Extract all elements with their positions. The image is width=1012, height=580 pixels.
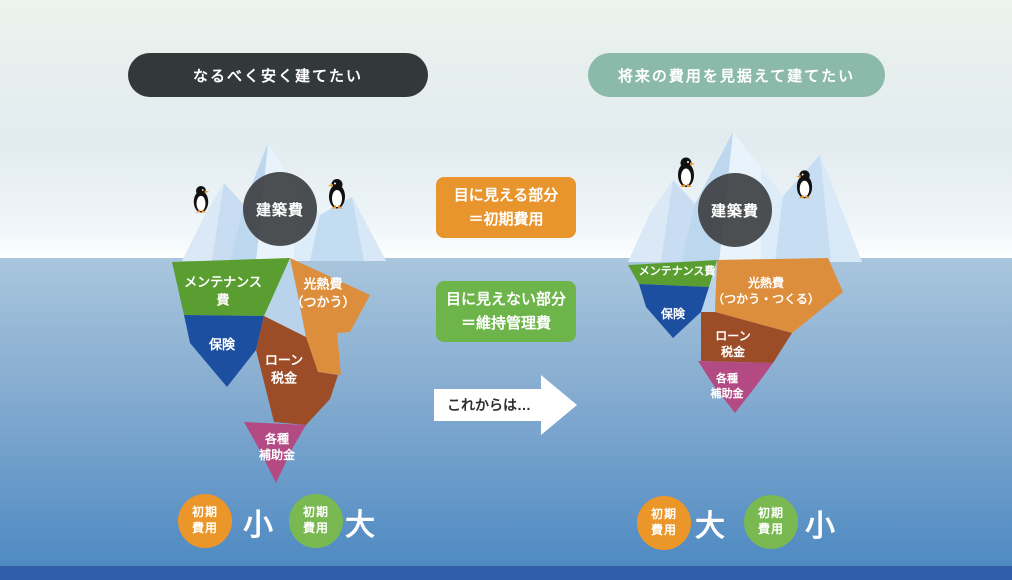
right-segment-loan-tax: [701, 312, 792, 363]
left-underwater-ice: [264, 258, 306, 337]
left-segment-subsidies: [244, 422, 306, 483]
left-insurance-label: 保険: [208, 337, 236, 353]
left-segment-utilities: [290, 258, 370, 375]
left-construction-cost-circle: 建築費: [243, 172, 317, 246]
right-subsidies-label: 各種 補助金: [710, 373, 744, 400]
right-segment-subsidies: [698, 361, 773, 413]
hidden-cost-legend: 目に見えない部分 ＝維持管理費: [436, 281, 576, 342]
right-initial-cost-scale: 大: [695, 510, 725, 543]
left-headline-label: なるべく安く建てたい: [192, 67, 363, 85]
penguin-icon: [193, 185, 210, 213]
right-running-cost-scale: 小: [805, 510, 835, 543]
waterline: [0, 250, 1012, 258]
left-segment-insurance: [184, 315, 264, 387]
right-construction-cost-label: 建築費: [710, 202, 759, 220]
right-utilities-label: 光熱費 （つかう・つくる）: [712, 275, 820, 306]
right-running-cost-badge: 初期 費用: [744, 495, 798, 549]
visible-cost-legend: 目に見える部分 ＝初期費用: [436, 177, 576, 238]
forward-arrow-icon: [434, 375, 577, 435]
penguin-icon: [795, 170, 813, 199]
left-subsidies-label: 各種 補助金: [258, 431, 296, 462]
left-running-cost-badge: 初期 費用: [289, 494, 343, 548]
right-headline-pill: 将来の費用を見据えて建てたい: [588, 53, 885, 97]
right-insurance-label: 保険: [660, 306, 686, 321]
penguin-icon: [678, 157, 695, 187]
right-segment-maintenance: [628, 260, 717, 287]
arrow-label: これからは…: [447, 397, 531, 413]
left-maintenance-label: メンテナンス 費: [184, 274, 262, 307]
left-initial-cost-scale: 小: [243, 509, 273, 542]
left-initial-cost-badge: 初期 費用: [178, 494, 232, 548]
left-construction-cost-label: 建築費: [255, 201, 304, 219]
left-loan-tax-label: ローン 税金: [264, 352, 304, 385]
left-utilities-label: 光熱費 （つかう）: [290, 276, 356, 309]
penguin-icon: [328, 179, 345, 209]
right-segment-utilities: [715, 258, 843, 333]
left-segment-maintenance: [172, 258, 290, 316]
right-maintenance-label: メンテナンス費: [638, 265, 716, 278]
right-segment-insurance: [639, 284, 709, 338]
right-initial-cost-badge: 初期 費用: [637, 496, 691, 550]
right-loan-tax-label: ローン 税金: [715, 328, 751, 359]
left-running-cost-scale: 大: [345, 509, 375, 542]
seabed-bar: [0, 566, 1012, 580]
right-underwater-ice: [701, 260, 717, 312]
right-construction-cost-circle: 建築費: [698, 173, 772, 247]
left-headline-pill: なるべく安く建てたい: [128, 53, 428, 97]
right-headline-label: 将来の費用を見据えて建てたい: [617, 67, 856, 85]
left-segment-loan-tax: [256, 316, 338, 425]
